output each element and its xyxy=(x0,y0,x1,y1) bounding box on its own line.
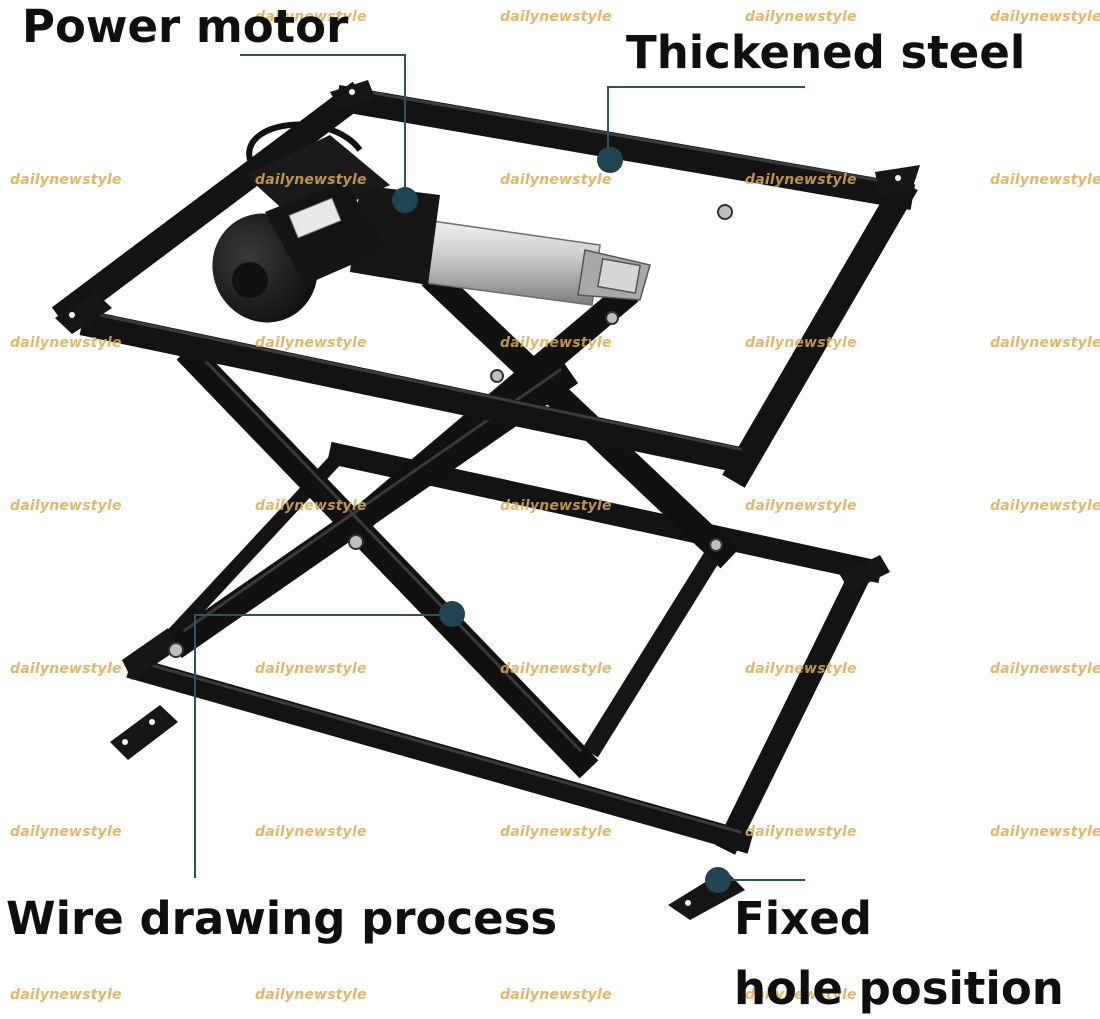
watermark: dailynewstyle xyxy=(255,824,367,840)
fixed-hole-label-line2: hole position xyxy=(734,962,1064,1015)
watermark: dailynewstyle xyxy=(255,987,367,1003)
watermark: dailynewstyle xyxy=(990,824,1100,840)
watermark: dailynewstyle xyxy=(990,9,1100,25)
watermark: dailynewstyle xyxy=(255,335,367,351)
watermark: dailynewstyle xyxy=(10,987,122,1003)
fixed-hole-dot xyxy=(705,867,731,893)
watermark: dailynewstyle xyxy=(10,335,122,351)
watermark: dailynewstyle xyxy=(10,661,122,677)
watermark: dailynewstyle xyxy=(500,172,612,188)
callout-dots xyxy=(392,147,731,893)
watermark: dailynewstyle xyxy=(745,498,857,514)
watermark: dailynewstyle xyxy=(990,661,1100,677)
watermark: dailynewstyle xyxy=(745,172,857,188)
watermark: dailynewstyle xyxy=(500,661,612,677)
power-motor-label: Power motor xyxy=(22,0,349,53)
watermark: dailynewstyle xyxy=(255,661,367,677)
watermark: dailynewstyle xyxy=(10,498,122,514)
watermark: dailynewstyle xyxy=(500,824,612,840)
power-motor-dot xyxy=(392,187,418,213)
callout-lines xyxy=(194,54,805,881)
thickened-steel-dot xyxy=(597,147,623,173)
watermark: dailynewstyle xyxy=(745,661,857,677)
watermark: dailynewstyle xyxy=(500,9,612,25)
watermark: dailynewstyle xyxy=(255,9,367,25)
watermark: dailynewstyle xyxy=(500,498,612,514)
wire-drawing-dot xyxy=(439,601,465,627)
watermark: dailynewstyle xyxy=(745,824,857,840)
watermark: dailynewstyle xyxy=(745,335,857,351)
watermark: dailynewstyle xyxy=(500,987,612,1003)
top-frame xyxy=(51,81,918,488)
watermark: dailynewstyle xyxy=(745,9,857,25)
watermark: dailynewstyle xyxy=(990,498,1100,514)
linear-actuator xyxy=(212,121,651,323)
watermark: dailynewstyle xyxy=(10,824,122,840)
pivot-bolts xyxy=(168,204,733,658)
watermark: dailynewstyle xyxy=(990,335,1100,351)
bottom-cross-tube xyxy=(582,547,723,758)
thickened-steel-label: Thickened steel xyxy=(626,26,1026,79)
wire-drawing-label: Wire drawing process xyxy=(6,892,558,945)
watermark: dailynewstyle xyxy=(255,498,367,514)
watermark: dailynewstyle xyxy=(255,172,367,188)
fixed-hole-label-line1: Fixed xyxy=(734,892,872,945)
watermark: dailynewstyle xyxy=(990,172,1100,188)
watermark: dailynewstyle xyxy=(10,172,122,188)
watermark: dailynewstyle xyxy=(500,335,612,351)
lift-frame xyxy=(51,80,920,920)
watermark: dailynewstyle xyxy=(745,987,857,1003)
